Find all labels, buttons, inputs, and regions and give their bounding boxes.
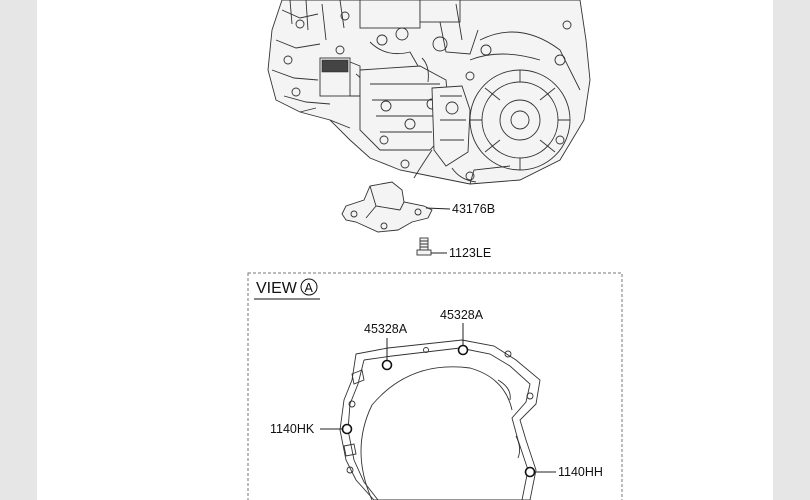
pin-right-marker [457,344,469,356]
view-a-frame [247,272,623,500]
pin-left-marker [381,359,393,371]
view-marker-circle [300,278,318,296]
view-marker-label: A [305,281,314,295]
label-bolt-left: 1140HK [270,422,315,436]
transmission-diagram: 43176B 1123LE VIEW A [247,0,623,500]
transmission-assembly [267,0,591,185]
label-1123le: 1123LE [449,246,491,260]
label-pin-right: 45328A [440,308,484,322]
label-bolt-right: 1140HH [558,465,603,479]
bolt-right-marker [524,466,536,478]
bolt-left-marker [341,423,353,435]
gasket-plate [339,339,541,500]
view-title: VIEW [256,280,298,297]
mount-bracket [341,181,433,233]
leader-43176b [425,207,451,210]
bolt-1123le [416,237,432,256]
label-pin-left: 45328A [364,322,408,336]
label-43176b: 43176B [452,202,495,216]
diagram-sheet: 43176B 1123LE VIEW A [37,0,773,500]
